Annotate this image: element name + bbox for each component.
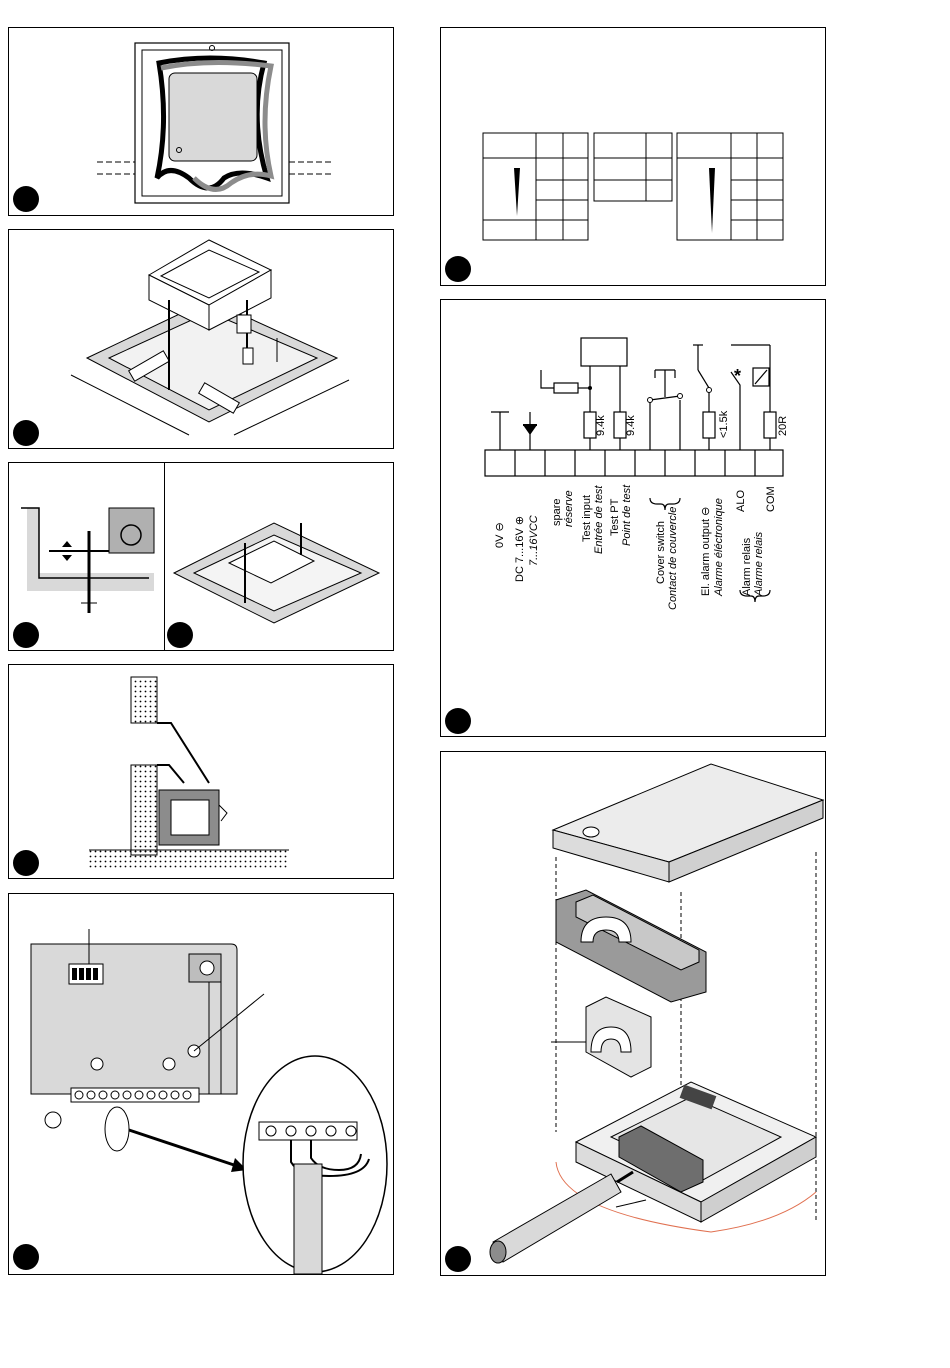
terminal-label-alarm-relais: Alarm relais bbox=[741, 538, 753, 596]
terminal-sublabel-el-alarm: Alarme éléctronique bbox=[713, 498, 725, 596]
step-marker-8 bbox=[445, 1246, 471, 1272]
label-r-alarm: <1.5k bbox=[718, 411, 730, 438]
terminal-sublabel-spare: réserve bbox=[563, 490, 575, 527]
setting-tables-drawing bbox=[441, 28, 827, 287]
label-r-test-pt: 9.4k bbox=[625, 415, 637, 436]
terminal-label-com: COM bbox=[765, 486, 777, 512]
label-r-com: 20R bbox=[777, 416, 789, 436]
terminal-label-spare: spare bbox=[551, 498, 563, 526]
terminal-label-el-alarm: El. alarm output ⊖ bbox=[700, 507, 712, 596]
label-r-test-input: 9.4k bbox=[595, 415, 607, 436]
panel-isometric-mounting bbox=[8, 229, 394, 449]
terminal-sublabel-cover-switch: Contact de couvercle bbox=[667, 507, 679, 610]
screw-adjust-drawing bbox=[9, 463, 395, 652]
board-wiring-drawing bbox=[9, 894, 395, 1276]
terminal-strip bbox=[485, 450, 783, 476]
terminal-label-alo: ALO bbox=[735, 490, 747, 512]
terminal-schematic-drawing bbox=[441, 300, 827, 738]
panel-board-wiring bbox=[8, 893, 394, 1275]
step-marker-3a bbox=[13, 622, 39, 648]
terminal-sublabel-alarm-relais: Alarme relais bbox=[753, 532, 765, 596]
step-marker-5 bbox=[13, 1244, 39, 1270]
panel-terminal-schematic: 9.4k 9.4k <1.5k 20R * 0V ⊖ DC 7...16V ⊕ … bbox=[440, 299, 826, 737]
terminal-label-test-input: Test input bbox=[581, 495, 593, 542]
panel-screw-adjust bbox=[8, 462, 394, 651]
terminal-sublabel-test-input: Entrée de test bbox=[593, 486, 605, 555]
step-marker-3b bbox=[167, 622, 193, 648]
step-marker-1 bbox=[13, 186, 39, 212]
panel-exploded-view bbox=[440, 751, 826, 1276]
relay-star-mark: * bbox=[734, 366, 741, 387]
terminal-label-test-pt: Test PT bbox=[609, 499, 621, 536]
panel-cross-section bbox=[8, 664, 394, 879]
panel-setting-tables bbox=[440, 27, 826, 286]
step-marker-4 bbox=[13, 850, 39, 876]
exploded-view-drawing bbox=[441, 752, 827, 1277]
terminal-label-cover-switch: Cover switch bbox=[655, 521, 667, 584]
terminal-sublabel-dc: 7...16VCC bbox=[528, 515, 540, 566]
step-marker-6 bbox=[445, 256, 471, 282]
panel-box-top-view bbox=[8, 27, 394, 216]
step-marker-7 bbox=[445, 708, 471, 734]
box-top-view-drawing bbox=[9, 28, 395, 217]
step-marker-2 bbox=[13, 420, 39, 446]
terminal-label-dc: DC 7...16V ⊕ bbox=[514, 516, 526, 582]
terminal-sublabel-test-pt: Point de test bbox=[621, 485, 633, 546]
cross-section-drawing bbox=[9, 665, 395, 880]
isometric-mounting-drawing bbox=[9, 230, 395, 450]
terminal-label-0v: 0V ⊖ bbox=[494, 522, 506, 548]
